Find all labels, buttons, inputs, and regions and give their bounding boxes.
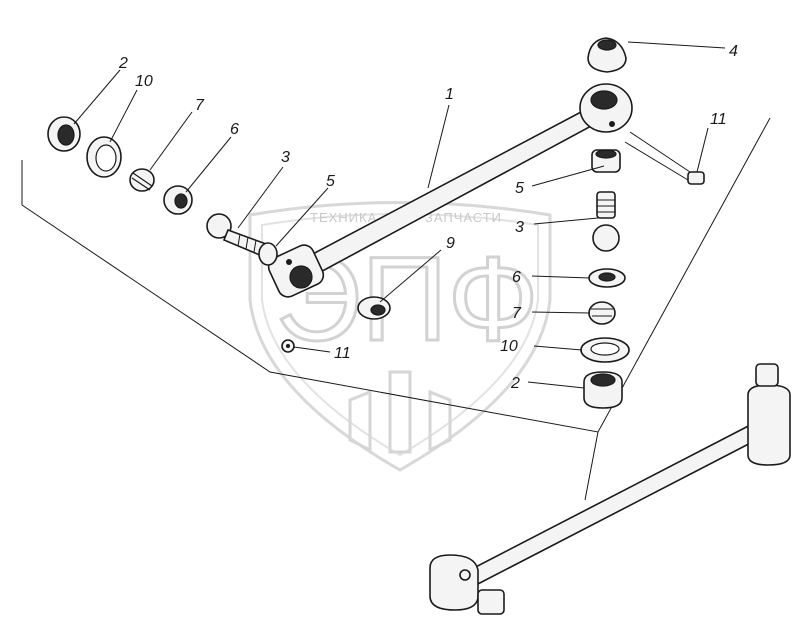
right-parts xyxy=(580,37,705,409)
part-5-left-bushing xyxy=(258,242,278,266)
label-7-right: 7 xyxy=(512,305,522,322)
label-11-right: 11 xyxy=(710,111,727,128)
bottom-castle-nut xyxy=(477,589,505,615)
part-10-left-ring xyxy=(86,136,122,178)
part-3-right-ballpin xyxy=(592,191,620,252)
label-7-left: 7 xyxy=(195,97,205,114)
label-2-right: 2 xyxy=(510,375,520,392)
part-5-right-bushing xyxy=(591,149,621,173)
watermark-brand-right: ЗАПЧАСТИ xyxy=(425,210,502,225)
part-4-cap xyxy=(587,37,627,73)
part-9-liner xyxy=(357,296,391,320)
part-10-right-ring xyxy=(580,337,630,363)
leader-lines xyxy=(73,41,726,389)
part-7-right-spring xyxy=(588,301,616,325)
part-3-left-ballpin xyxy=(206,213,268,258)
part-2-left-cap xyxy=(47,116,81,152)
part-11-left-nut xyxy=(281,339,295,353)
watermark-tower-icon xyxy=(348,370,452,454)
assembled-tie-rod xyxy=(429,363,791,615)
label-1: 1 xyxy=(445,86,454,103)
label-5-left: 5 xyxy=(326,173,335,190)
label-11-left: 11 xyxy=(334,345,351,362)
part-2-right-cap xyxy=(583,371,623,409)
watermark: ТЕХНИКА ЗАПЧАСТИ ЭПФ xyxy=(248,201,552,472)
part-7-left-spring xyxy=(129,168,155,192)
part-11-right-nut xyxy=(687,171,705,185)
label-5-right: 5 xyxy=(515,180,524,197)
labels: 2 10 7 6 3 5 1 4 11 5 3 9 6 7 10 2 11 xyxy=(118,43,738,392)
label-10-left: 10 xyxy=(135,73,153,90)
watermark-brand-left: ТЕХНИКА xyxy=(310,210,377,225)
label-3-left: 3 xyxy=(281,149,290,166)
label-10-right: 10 xyxy=(500,338,518,355)
boundary-lines xyxy=(21,117,771,501)
label-9: 9 xyxy=(446,235,455,252)
label-3-right: 3 xyxy=(515,219,524,236)
tie-rod-main xyxy=(267,83,633,298)
label-6-left: 6 xyxy=(230,121,239,138)
part-6-left-washer xyxy=(163,185,193,215)
label-2-left: 2 xyxy=(118,55,128,72)
label-6-right: 6 xyxy=(512,269,521,286)
top-castle-nut xyxy=(755,363,779,387)
part-6-right-washer xyxy=(588,268,626,288)
label-4: 4 xyxy=(729,43,738,60)
left-parts xyxy=(47,116,391,353)
